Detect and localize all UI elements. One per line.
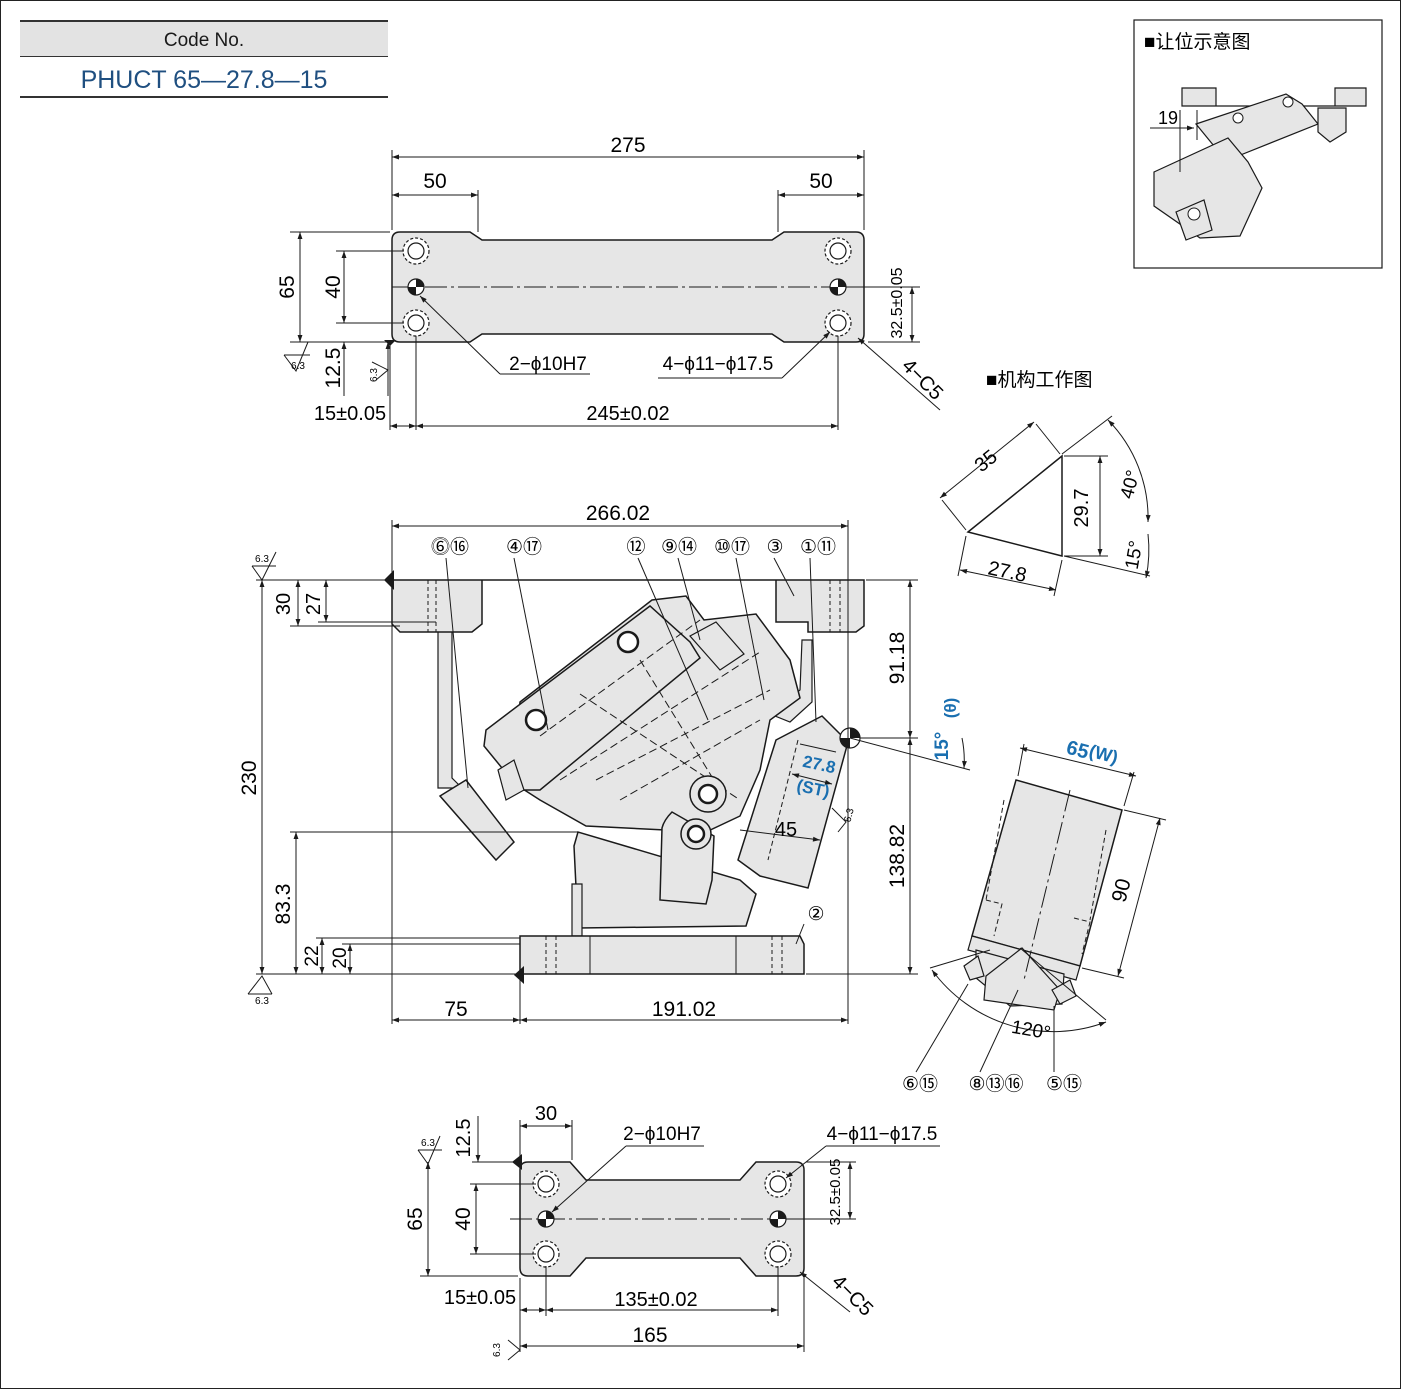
clearance-dim-19: 19 — [1158, 108, 1178, 128]
bottom-dim-65: 65 — [404, 1207, 427, 1230]
dim-245: 245±0.02 — [586, 403, 669, 425]
side-angle-120: 120° — [1010, 1017, 1052, 1045]
dim-50-right: 50 — [809, 170, 832, 193]
callout-3: ③ — [766, 537, 783, 558]
angle-value: 15° — [932, 732, 953, 761]
bottom-roughness: 6.3 — [421, 1138, 435, 1149]
callout-12: ⑫ — [626, 536, 645, 558]
dim-138-82: 138.82 — [886, 824, 909, 888]
callout-10-17: ⑩⑰ — [714, 536, 750, 558]
callout-5-15: ⑤⑮ — [1046, 1073, 1082, 1095]
dim-230: 230 — [238, 760, 261, 795]
bottom-dim-165: 165 — [632, 1324, 667, 1347]
bottom-dim-40: 40 — [452, 1207, 475, 1230]
bottom-bolt-holes: 4−ϕ11−ϕ17.5 — [827, 1124, 938, 1145]
mech-dim-35: 35 — [971, 446, 1002, 477]
dim-40: 40 — [322, 275, 345, 298]
bolt-holes-label: 4−ϕ11−ϕ17.5 — [663, 354, 774, 375]
dim-12-5: 12.5 — [322, 348, 345, 389]
bottom-dim-15: 15±0.05 — [444, 1287, 516, 1309]
dowel-hole-icon — [537, 1210, 787, 1228]
dowel-holes-label: 2−ϕ10H7 — [509, 354, 587, 375]
top-roughness-side: 6.3 — [369, 368, 380, 382]
callout-1-11: ①⑪ — [800, 536, 836, 558]
top-view: 6.3 6.3 275 50 50 65 40 12.5 15±0.05 245… — [276, 134, 947, 430]
dim-30: 30 — [273, 593, 295, 615]
top-roughness: 6.3 — [291, 361, 305, 372]
callout-9-14: ⑨⑭ — [661, 536, 697, 558]
dim-91-18: 91.18 — [886, 632, 909, 685]
dim-22: 22 — [302, 945, 323, 966]
dim-15: 15±0.05 — [314, 403, 386, 425]
mech-angle-40: 40° — [1117, 468, 1145, 501]
roughness-symbol-icon — [283, 341, 389, 381]
mech-dim-29-7: 29.7 — [1071, 489, 1093, 528]
side-dim-90: 90 — [1108, 876, 1136, 904]
bottom-chamfer: 4−C5 — [827, 1271, 877, 1321]
front-roughness-bottom: 6.3 — [255, 996, 269, 1007]
dim-32-5: 32.5±0.05 — [889, 267, 906, 338]
callout-8-13-16: ⑧⑬⑯ — [968, 1073, 1023, 1095]
dim-20: 20 — [330, 947, 351, 968]
dowel-hole-icon — [407, 278, 847, 296]
code-number-box: Code No. PHUCT 65—27.8—15 — [20, 20, 388, 98]
mechanism-diagram: ■机构工作图 35 29.7 27.8 40° 15° — [939, 369, 1151, 597]
dim-65: 65 — [276, 275, 299, 298]
callout-6-15: ⑥⑮ — [902, 1073, 938, 1095]
side-view: 65 (W) 90 120° ⑥⑮ ⑧⑬⑯ ⑤⑮ — [902, 737, 1167, 1095]
roughness-symbol-icon — [247, 551, 847, 995]
bottom-dim-135: 135±0.02 — [614, 1289, 697, 1311]
mech-angle-15: 15° — [1122, 539, 1148, 571]
dim-27: 27 — [303, 593, 325, 615]
roughness-symbol-icon — [417, 1135, 521, 1361]
dim-83-3: 83.3 — [272, 884, 295, 925]
code-label: Code No. — [20, 20, 388, 57]
side-width-label: (W) — [1087, 741, 1120, 768]
front-roughness-side: 6.3 — [842, 807, 856, 824]
code-value: PHUCT 65—27.8—15 — [20, 60, 388, 98]
callout-2: ② — [807, 904, 824, 925]
dim-266: 266.02 — [586, 502, 650, 525]
bottom-dim-30: 30 — [535, 1103, 557, 1125]
front-roughness-top: 6.3 — [255, 554, 269, 565]
clearance-diagram: ■让位示意图 19 — [1133, 19, 1383, 269]
callout-7-16: ⓺⑯ — [431, 536, 469, 558]
mechanism-title: ■机构工作图 — [986, 369, 1092, 391]
callout-4-17: ④⑰ — [506, 536, 542, 558]
front-view: 6.3 6.3 6.3 266.02 230 30 27 91.18 138.8… — [238, 502, 971, 1024]
dim-50-left: 50 — [423, 170, 446, 193]
dim-275: 275 — [610, 134, 645, 157]
clearance-title: ■让位示意图 — [1144, 31, 1250, 53]
bottom-dowel-holes: 2−ϕ10H7 — [623, 1124, 701, 1145]
bottom-dim-32-5: 32.5±0.05 — [827, 1159, 844, 1226]
bottom-roughness-side: 6.3 — [492, 1343, 503, 1357]
dim-45: 45 — [775, 819, 797, 841]
angle-label: (θ) — [941, 698, 960, 719]
mech-dim-27-8: 27.8 — [986, 557, 1029, 587]
dim-75: 75 — [444, 998, 467, 1021]
bottom-view: 6.3 6.3 30 12.5 65 40 32.5±0.05 2−ϕ10H7 … — [404, 1103, 940, 1361]
bottom-dim-12-5: 12.5 — [453, 1119, 475, 1158]
dim-191-02: 191.02 — [652, 998, 716, 1021]
